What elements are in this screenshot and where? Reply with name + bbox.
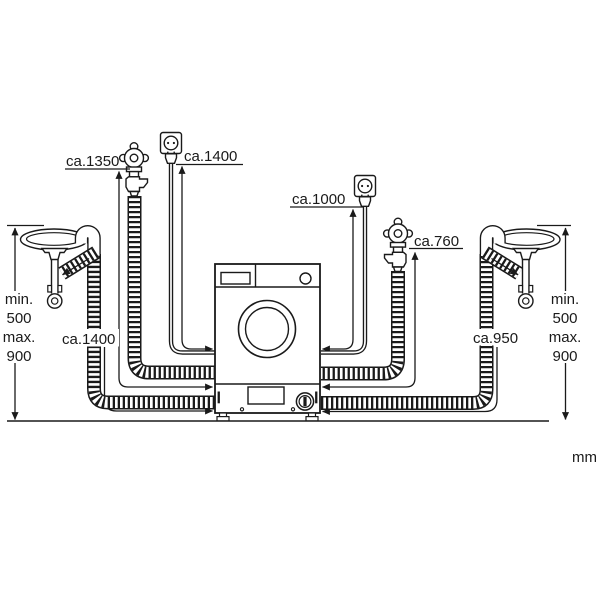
label-drain-left: ca.1400 bbox=[62, 331, 115, 348]
sink-right-drain-pipe bbox=[521, 259, 530, 294]
height-min-value-right: 500 bbox=[552, 310, 577, 327]
plug-right-icon bbox=[358, 193, 372, 208]
label-inlet-right: ca.760 bbox=[414, 233, 459, 250]
door-window bbox=[244, 306, 290, 352]
height-label-left: min. 500 max. 900 bbox=[3, 291, 36, 365]
unit-label: mm bbox=[572, 449, 597, 466]
washing-machine bbox=[214, 263, 321, 422]
height-max-value-left: 900 bbox=[6, 348, 31, 365]
display-panel bbox=[220, 271, 251, 285]
drain-hose-left bbox=[74, 225, 215, 410]
power-cord-right bbox=[321, 205, 368, 355]
height-max-value-right: 900 bbox=[552, 348, 577, 365]
sink-left bbox=[19, 228, 89, 309]
power-outlet-right-icon bbox=[353, 174, 377, 208]
machine-foot-right bbox=[305, 412, 319, 422]
height-label-right: min. 500 max. 900 bbox=[549, 291, 582, 365]
sink-left-basin bbox=[25, 232, 83, 246]
inlet-hose-left bbox=[127, 196, 215, 380]
sink-right-basin bbox=[498, 232, 555, 246]
dimension-line-power-right bbox=[322, 209, 357, 353]
height-max-word-left: max. bbox=[3, 329, 36, 346]
label-power-right: ca.1000 bbox=[292, 191, 345, 208]
program-knob bbox=[299, 272, 312, 285]
sink-left-pedestal bbox=[40, 247, 69, 261]
height-min-word-right: min. bbox=[551, 291, 579, 308]
height-dimension-right bbox=[537, 224, 571, 420]
plug-left-icon bbox=[164, 150, 178, 165]
height-max-word-right: max. bbox=[549, 329, 582, 346]
label-inlet-left: ca.1350 bbox=[66, 153, 119, 170]
sink-right bbox=[492, 228, 561, 309]
sink-right-pedestal bbox=[512, 247, 540, 261]
service-flap bbox=[247, 386, 285, 405]
power-cord-left bbox=[168, 162, 215, 355]
dimension-line-drain-right bbox=[322, 347, 498, 416]
faucet-right-icon bbox=[382, 217, 414, 273]
drain-hose-right bbox=[321, 225, 506, 410]
siphon-attach-arrow-right bbox=[491, 257, 519, 276]
height-min-value-left: 500 bbox=[6, 310, 31, 327]
dimension-line-power-left bbox=[178, 166, 213, 353]
siphon-attach-arrow-left bbox=[62, 257, 90, 276]
power-outlet-left-icon bbox=[159, 131, 183, 165]
label-drain-right: ca.950 bbox=[473, 330, 518, 347]
machine-foot-left bbox=[216, 412, 230, 422]
dimension-line-inlet-left bbox=[115, 171, 213, 391]
inlet-hose-right bbox=[321, 271, 405, 381]
height-min-word-left: min. bbox=[5, 291, 33, 308]
label-power-left: ca.1400 bbox=[184, 148, 237, 165]
dimension-line-inlet-right bbox=[322, 252, 419, 391]
sink-left-drain-pipe bbox=[50, 259, 59, 294]
height-dimension-left bbox=[7, 224, 44, 420]
